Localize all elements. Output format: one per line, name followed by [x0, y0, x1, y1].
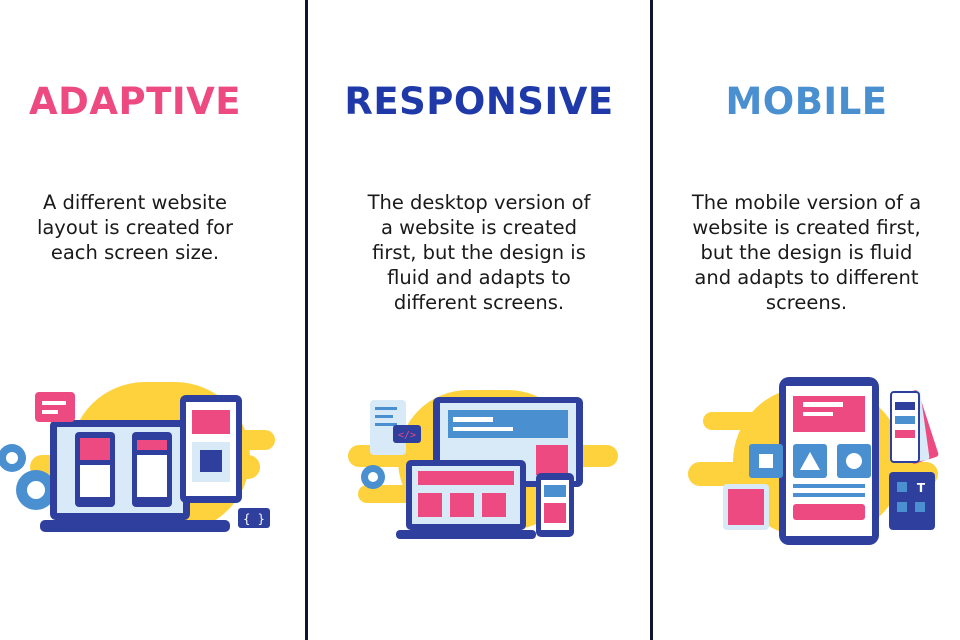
- gear-icon: [0, 444, 26, 472]
- adaptive-description-line: A different website: [42, 191, 228, 214]
- adaptive-layout-illustration: { }: [0, 382, 275, 532]
- mobile-first-illustration: T: [688, 377, 939, 545]
- responsive-description-line: a website is created: [381, 216, 577, 239]
- code-braces-icon: [238, 508, 270, 528]
- design-tools-panel: [889, 472, 935, 530]
- cursor-tool-icon: [897, 482, 907, 492]
- responsive-description-line: The desktop version of: [367, 191, 591, 214]
- adaptive-description-line: layout is created for: [36, 216, 234, 239]
- background-stripe: [703, 412, 763, 430]
- color-palette-icon: [890, 390, 939, 464]
- laptop-base: [40, 520, 230, 532]
- gear-icon: [361, 465, 385, 489]
- mobile-description: The mobile version of a website is creat…: [653, 190, 960, 315]
- code-braces-text: { }: [243, 512, 265, 526]
- pen-tool-icon: [897, 502, 907, 512]
- background-stripe: [358, 485, 418, 503]
- responsive-description-line: fluid and adapts to: [387, 266, 571, 289]
- column-adaptive: ADAPTIVE A different website layout is c…: [0, 0, 275, 640]
- column-responsive: RESPONSIVE The desktop version of a webs…: [308, 0, 650, 640]
- column-divider-left: [305, 0, 308, 640]
- mobile-description-line: screens.: [765, 291, 848, 314]
- responsive-description-line: different screens.: [393, 291, 565, 314]
- html-code-icon: [393, 425, 421, 443]
- responsive-description: The desktop version of a website is crea…: [308, 190, 650, 315]
- mobile-description-line: The mobile version of a: [691, 191, 922, 214]
- mobile-description-line: and adapts to different: [694, 266, 919, 289]
- message-card: [35, 392, 75, 422]
- mobile-title: MOBILE: [725, 80, 888, 123]
- responsive-description-line: first, but the design is: [372, 241, 586, 264]
- adaptive-title: ADAPTIVE: [28, 80, 242, 123]
- adaptive-description-line: each screen size.: [50, 241, 220, 264]
- laptop-base: [396, 530, 536, 539]
- mobile-description-line: but the design is fluid: [700, 241, 913, 264]
- column-mobile: MOBILE The mobile version of a website i…: [653, 0, 960, 640]
- crop-tool-icon: [915, 502, 925, 512]
- text-tool-icon: T: [917, 481, 926, 495]
- gear-icon: [16, 470, 56, 510]
- mobile-description-line: website is created first,: [692, 216, 921, 239]
- adaptive-description: A different website layout is created fo…: [0, 190, 270, 265]
- responsive-title: RESPONSIVE: [344, 80, 614, 123]
- column-divider-right: [650, 0, 653, 640]
- responsive-devices-illustration: </>: [348, 390, 618, 539]
- html-code-text: </>: [398, 430, 416, 441]
